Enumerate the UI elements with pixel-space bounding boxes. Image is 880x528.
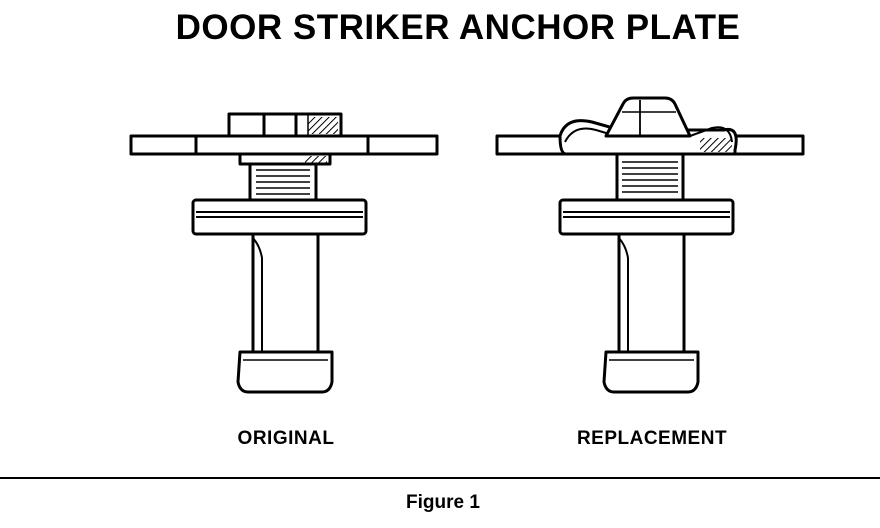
original-anchor-plate	[129, 134, 439, 156]
original-label: ORIGINAL	[237, 428, 335, 449]
replacement-striker-assembly	[495, 96, 805, 394]
figure-caption: Figure 1	[406, 492, 480, 513]
replacement-spacer-washer	[558, 198, 735, 236]
replacement-threaded-stud	[615, 152, 685, 202]
replacement-dome-nut	[604, 96, 692, 138]
diagram-title: DOOR STRIKER ANCHOR PLATE	[175, 8, 741, 47]
original-striker-shaft	[251, 234, 320, 352]
original-striker-head	[236, 350, 334, 394]
replacement-label: REPLACEMENT	[576, 428, 728, 449]
replacement-striker-shaft	[617, 234, 686, 352]
original-spacer-washer	[191, 198, 368, 236]
caption-divider	[0, 477, 880, 479]
original-striker-assembly	[129, 112, 439, 394]
original-threaded-stud	[248, 162, 318, 202]
replacement-striker-head	[602, 350, 700, 394]
original-nut	[227, 112, 343, 138]
